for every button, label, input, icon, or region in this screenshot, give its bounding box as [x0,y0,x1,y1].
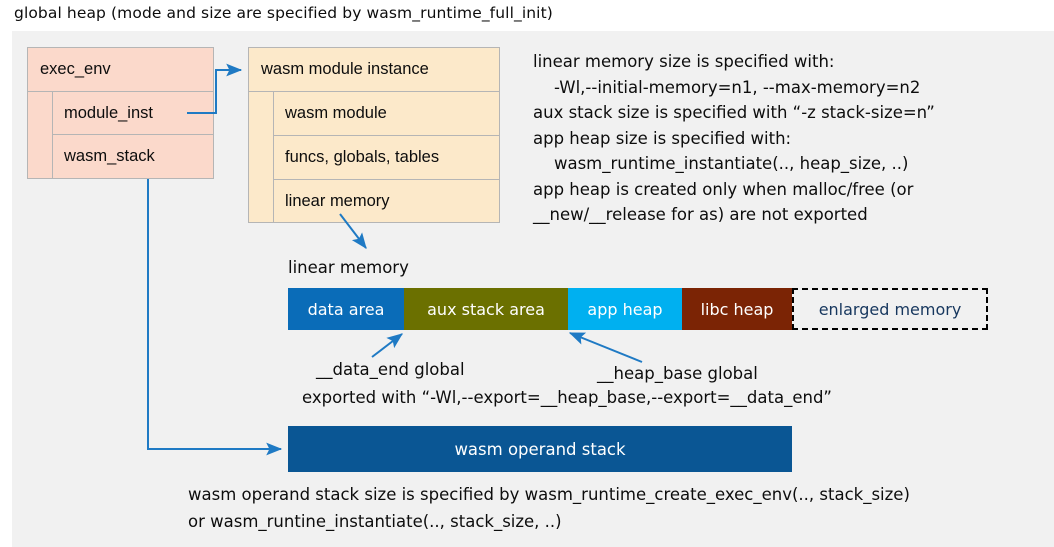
exec-env-field-wasm-stack: wasm_stack [52,134,214,179]
exec-env-indent-column [27,91,53,179]
wasm-module-instance-field-linear-memory: linear memory [273,179,500,223]
memory-segment-libc-heap: libc heap [682,288,792,330]
linear-memory-bar-label: linear memory [288,258,409,277]
wasm-module-instance-field-funcs-globals-tables: funcs, globals, tables [273,135,500,180]
exported-with-label: exported with “-Wl,--export=__heap_base,… [302,388,832,407]
wasm-module-instance-indent-column [248,91,274,223]
wasm-module-instance-field-wasm-module: wasm module [273,91,500,136]
heap-base-global-label: __heap_base global [597,364,758,383]
memory-segment-aux-stack-area: aux stack area [404,288,568,330]
memory-segment-enlarged-memory: enlarged memory [792,288,988,330]
wasm-module-instance-title: wasm module instance [248,47,500,92]
linear-memory-notes: linear memory size is specified with: -W… [533,52,935,224]
memory-segment-app-heap: app heap [568,288,682,330]
exec-env-field-module-inst: module_inst [52,91,214,135]
memory-segment-data-area: data area [288,288,404,330]
data-end-global-label: __data_end global [316,360,465,379]
exec-env-title: exec_env [27,47,214,92]
page-title: global heap (mode and size are specified… [14,4,553,22]
operand-stack-footer-note: wasm operand stack size is specified by … [188,485,910,531]
wasm-operand-stack-box: wasm operand stack [288,426,792,472]
